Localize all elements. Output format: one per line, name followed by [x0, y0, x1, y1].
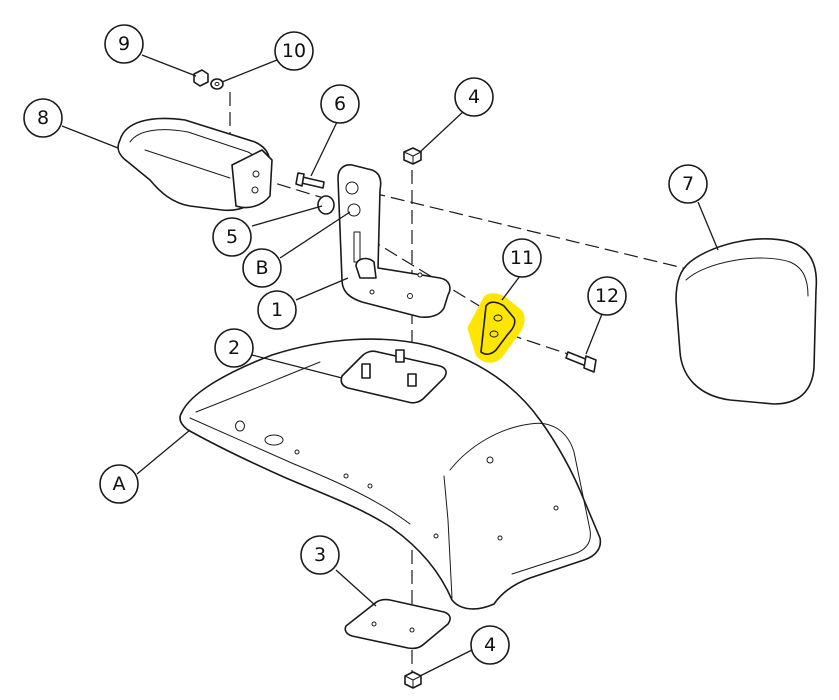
callout-7: 7: [668, 164, 708, 204]
svg-text:4: 4: [468, 86, 480, 108]
fender-hole: [235, 420, 245, 432]
fender-hole: [486, 456, 494, 464]
callout-8: 8: [23, 98, 63, 138]
callout-A: A: [99, 464, 139, 504]
svg-text:9: 9: [118, 33, 130, 55]
callout-5: 5: [212, 217, 252, 257]
plate-hole: [409, 627, 415, 633]
fender-hole: [343, 473, 349, 479]
nut-lower: [404, 671, 422, 689]
svg-text:3: 3: [314, 544, 326, 566]
callout-9: 9: [104, 24, 144, 64]
svg-text:1: 1: [271, 299, 283, 321]
svg-text:2: 2: [228, 337, 240, 359]
nut: [193, 69, 209, 87]
fender-hole: [294, 449, 300, 455]
fender-slot: [264, 434, 284, 446]
svg-text:7: 7: [682, 173, 694, 195]
plate-hole: [489, 330, 499, 338]
bracket: [337, 164, 451, 318]
svg-text:B: B: [255, 257, 268, 279]
bracket-mount-hole: [369, 289, 375, 295]
fender-hole: [433, 533, 439, 539]
bolt: [295, 172, 325, 189]
fender: [179, 338, 602, 610]
svg-text:11: 11: [510, 247, 534, 269]
callout-11: 11: [502, 238, 542, 278]
callout-3: 3: [300, 535, 340, 575]
plate-hole: [371, 621, 377, 627]
svg-text:A: A: [113, 473, 126, 495]
bracket-lower-hole: [347, 203, 361, 217]
callout-6: 6: [320, 84, 360, 124]
screw: [565, 351, 597, 373]
rack-bolt-hole: [252, 170, 260, 178]
callout-10: 10: [274, 31, 314, 71]
fender-hole: [497, 535, 503, 541]
callout-1: 1: [257, 290, 297, 330]
callout-B: B: [242, 248, 282, 288]
mounting-plate-lower: [344, 598, 451, 650]
assembly-line-plate: [367, 237, 487, 311]
callout-12: 12: [587, 276, 627, 316]
svg-text:4: 4: [484, 634, 496, 656]
rack-bolt-hole: [251, 186, 259, 194]
callout-4-lower: 4: [470, 625, 510, 665]
svg-text:5: 5: [226, 226, 238, 248]
plate: [467, 293, 525, 363]
svg-text:12: 12: [595, 285, 619, 307]
backrest-pad: [675, 238, 818, 405]
callouts: 1 2 3 4 4 5 6 7: [23, 24, 708, 665]
mounting-plate-upper: [340, 349, 447, 404]
svg-text:8: 8: [37, 107, 49, 129]
callout-2: 2: [214, 328, 254, 368]
luggage-rack: [117, 117, 273, 212]
bracket-mount-hole: [407, 293, 413, 299]
washer: [210, 78, 224, 90]
callout-4-upper: 4: [454, 77, 494, 117]
leader-lines: [61, 54, 719, 677]
bracket-mount-hole: [417, 272, 423, 278]
spacer: [317, 195, 335, 215]
fender-hole: [553, 505, 559, 511]
svg-text:10: 10: [282, 40, 306, 62]
plate-hole: [493, 314, 503, 322]
bracket-upper-hole: [345, 181, 359, 195]
svg-text:6: 6: [334, 93, 346, 115]
fender-hole: [367, 483, 373, 489]
nut-upper: [403, 147, 422, 165]
